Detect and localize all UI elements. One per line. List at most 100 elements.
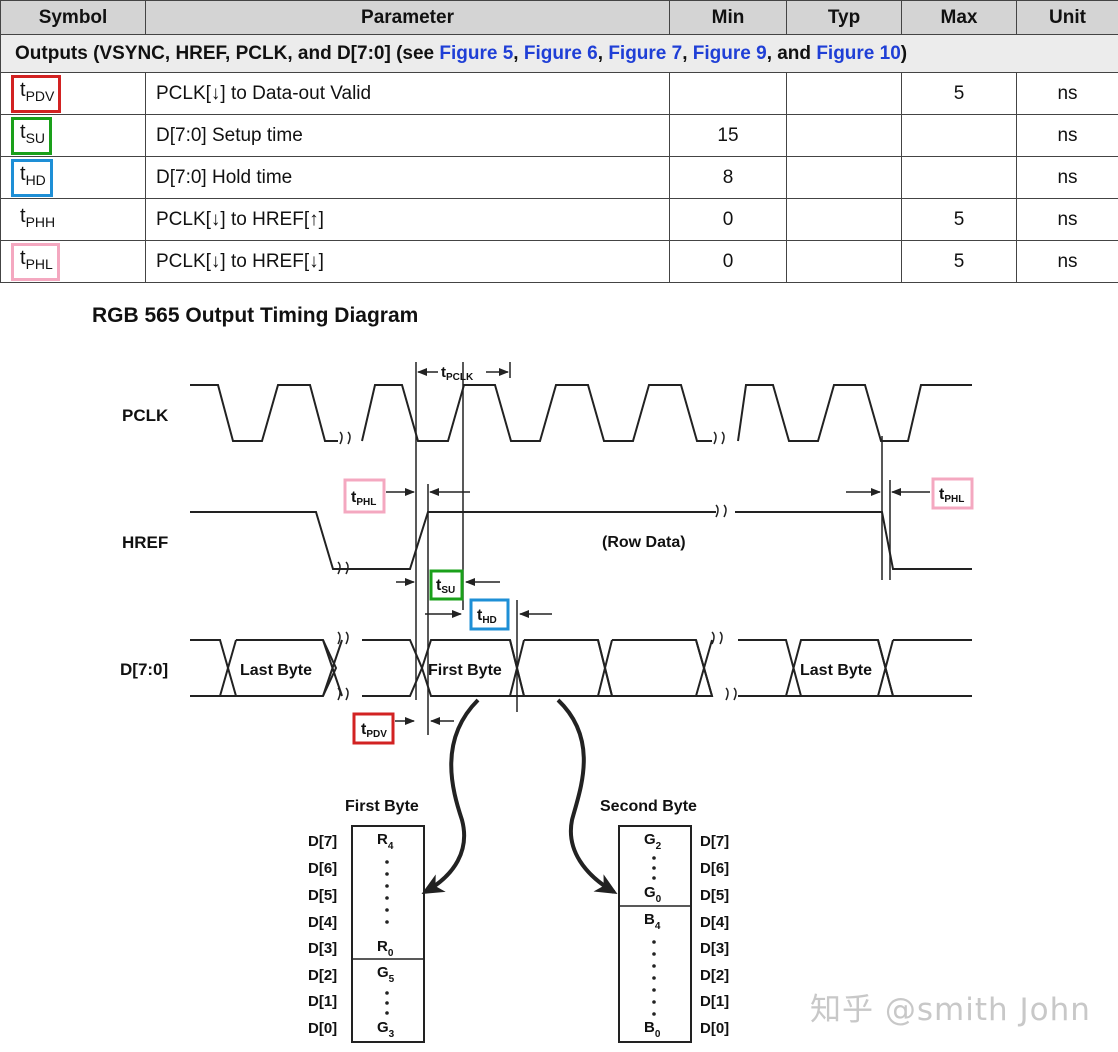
header-typ: Typ: [786, 0, 902, 35]
bit-label: B4: [644, 911, 661, 932]
thd-sub: HD: [482, 615, 496, 626]
bit-main: G: [644, 884, 656, 901]
link-figure-7[interactable]: Figure 7: [608, 42, 683, 64]
pin-label: D[7]: [308, 833, 337, 850]
symbol-tphl: tPHL: [11, 242, 60, 281]
link-figure-6[interactable]: Figure 6: [523, 42, 598, 64]
symbol-t: t: [20, 246, 26, 269]
section-prefix: Outputs (VSYNC, HREF, PCLK, and D[7:0] (…: [15, 42, 440, 64]
bit-main: R: [377, 831, 388, 848]
tsu-t: t: [436, 577, 442, 594]
last-byte-label-2: Last Byte: [800, 662, 872, 679]
svg-text:tPCLK: tPCLK: [441, 364, 474, 383]
header-parameter: Parameter: [145, 0, 670, 35]
bit-main: G: [644, 831, 656, 848]
link-figure-5[interactable]: Figure 5: [439, 42, 514, 64]
pin-label: D[5]: [700, 887, 729, 904]
table-header-row: Symbol Parameter Min Typ Max Unit: [0, 0, 1118, 35]
first-byte-title: First Byte: [345, 798, 419, 815]
tpdv-annotation: tPDV: [352, 712, 454, 745]
table-row: tPHL PCLK[↓] to HREF[↓] 0 5 ns: [0, 240, 1118, 283]
header-max: Max: [901, 0, 1017, 35]
pin-label: D[0]: [308, 1020, 337, 1037]
bit-sub: 0: [388, 948, 394, 959]
bit-label: R0: [377, 938, 394, 959]
min-cell: 15: [669, 114, 787, 157]
pin-label: D[4]: [308, 914, 337, 931]
link-figure-9[interactable]: Figure 9: [692, 42, 767, 64]
pin-label: D[6]: [700, 860, 729, 877]
data-waveform: Last Byte First Byte Last Byte: [190, 631, 972, 701]
bit-label: R4: [377, 831, 394, 852]
link-figure-10[interactable]: Figure 10: [816, 42, 901, 64]
table-row: tPHH PCLK[↓] to HREF[↑] 0 5 ns: [0, 198, 1118, 241]
parameter-cell: PCLK[↓] to Data-out Valid: [145, 72, 670, 115]
symbol-cell: tPHH: [0, 198, 146, 241]
svg-text:tPHL: tPHL: [351, 489, 376, 508]
break-mark: [339, 431, 725, 445]
parameter-cell: D[7:0] Setup time: [145, 114, 670, 157]
typ-cell: [786, 198, 902, 241]
min-cell: 0: [669, 198, 787, 241]
section-sep: ,: [682, 42, 693, 64]
pin-label: D[1]: [700, 993, 729, 1010]
unit-cell: ns: [1016, 198, 1118, 241]
max-cell: 5: [901, 240, 1017, 283]
table-row: tPDV PCLK[↓] to Data-out Valid 5 ns: [0, 72, 1118, 115]
tpclk-annotation: tPCLK: [417, 364, 509, 383]
ellipsis-dots: [385, 860, 389, 1015]
tpclk-sub: PCLK: [446, 372, 474, 383]
table-row: tSU D[7:0] Setup time 15 ns: [0, 114, 1118, 157]
pin-label: D[0]: [700, 1020, 729, 1037]
first-byte-label: First Byte: [428, 662, 502, 679]
tphl-sub: PHL: [356, 497, 376, 508]
header-unit: Unit: [1016, 0, 1118, 35]
bit-sub: 5: [389, 974, 395, 985]
max-cell: 5: [901, 72, 1017, 115]
bit-main: R: [377, 938, 388, 955]
tsu-annotation: tSU: [396, 569, 500, 601]
bit-label: G5: [377, 964, 395, 985]
pin-label: D[2]: [700, 967, 729, 984]
max-cell: [901, 156, 1017, 199]
typ-cell: [786, 240, 902, 283]
symbol-sub: PHH: [25, 213, 56, 230]
symbol-sub: PHL: [25, 255, 53, 272]
bit-sub: 2: [656, 841, 662, 852]
bit-main: G: [377, 1019, 389, 1036]
section-outputs: Outputs (VSYNC, HREF, PCLK, and D[7:0] (…: [0, 34, 1118, 73]
max-cell: 5: [901, 198, 1017, 241]
reference-lines: [415, 362, 891, 735]
typ-cell: [786, 114, 902, 157]
tpdv-sub: PDV: [366, 729, 387, 740]
unit-cell: ns: [1016, 240, 1118, 283]
min-cell: [669, 72, 787, 115]
tphl-t: t: [939, 486, 945, 503]
symbol-cell: tPDV: [0, 72, 146, 115]
svg-text:tHD: tHD: [477, 607, 497, 626]
svg-text:tPDV: tPDV: [361, 721, 387, 740]
signal-label-pclk: PCLK: [122, 406, 169, 425]
thd-t: t: [477, 607, 483, 624]
symbol-sub: PDV: [25, 87, 55, 104]
max-cell: [901, 114, 1017, 157]
symbol-cell: tHD: [0, 156, 146, 199]
bit-main: G: [377, 964, 389, 981]
timing-spec-table: Symbol Parameter Min Typ Max Unit Output…: [0, 0, 1118, 283]
unit-cell: ns: [1016, 72, 1118, 115]
min-cell: 0: [669, 240, 787, 283]
symbol-t: t: [20, 204, 26, 227]
symbol-sub: HD: [25, 171, 46, 188]
symbol-t: t: [20, 120, 26, 143]
bit-sub: 4: [655, 921, 661, 932]
arrow-to-first-byte: [421, 698, 480, 894]
min-cell: 8: [669, 156, 787, 199]
header-symbol: Symbol: [0, 0, 146, 35]
bit-main: B: [644, 1019, 655, 1036]
arrow-to-second-byte: [556, 698, 618, 895]
unit-cell: ns: [1016, 114, 1118, 157]
table-row: tHD D[7:0] Hold time 8 ns: [0, 156, 1118, 199]
symbol-tsu: tSU: [11, 116, 53, 155]
bit-sub: 0: [655, 1029, 661, 1040]
watermark: 知乎 @smith John: [810, 992, 1091, 1028]
